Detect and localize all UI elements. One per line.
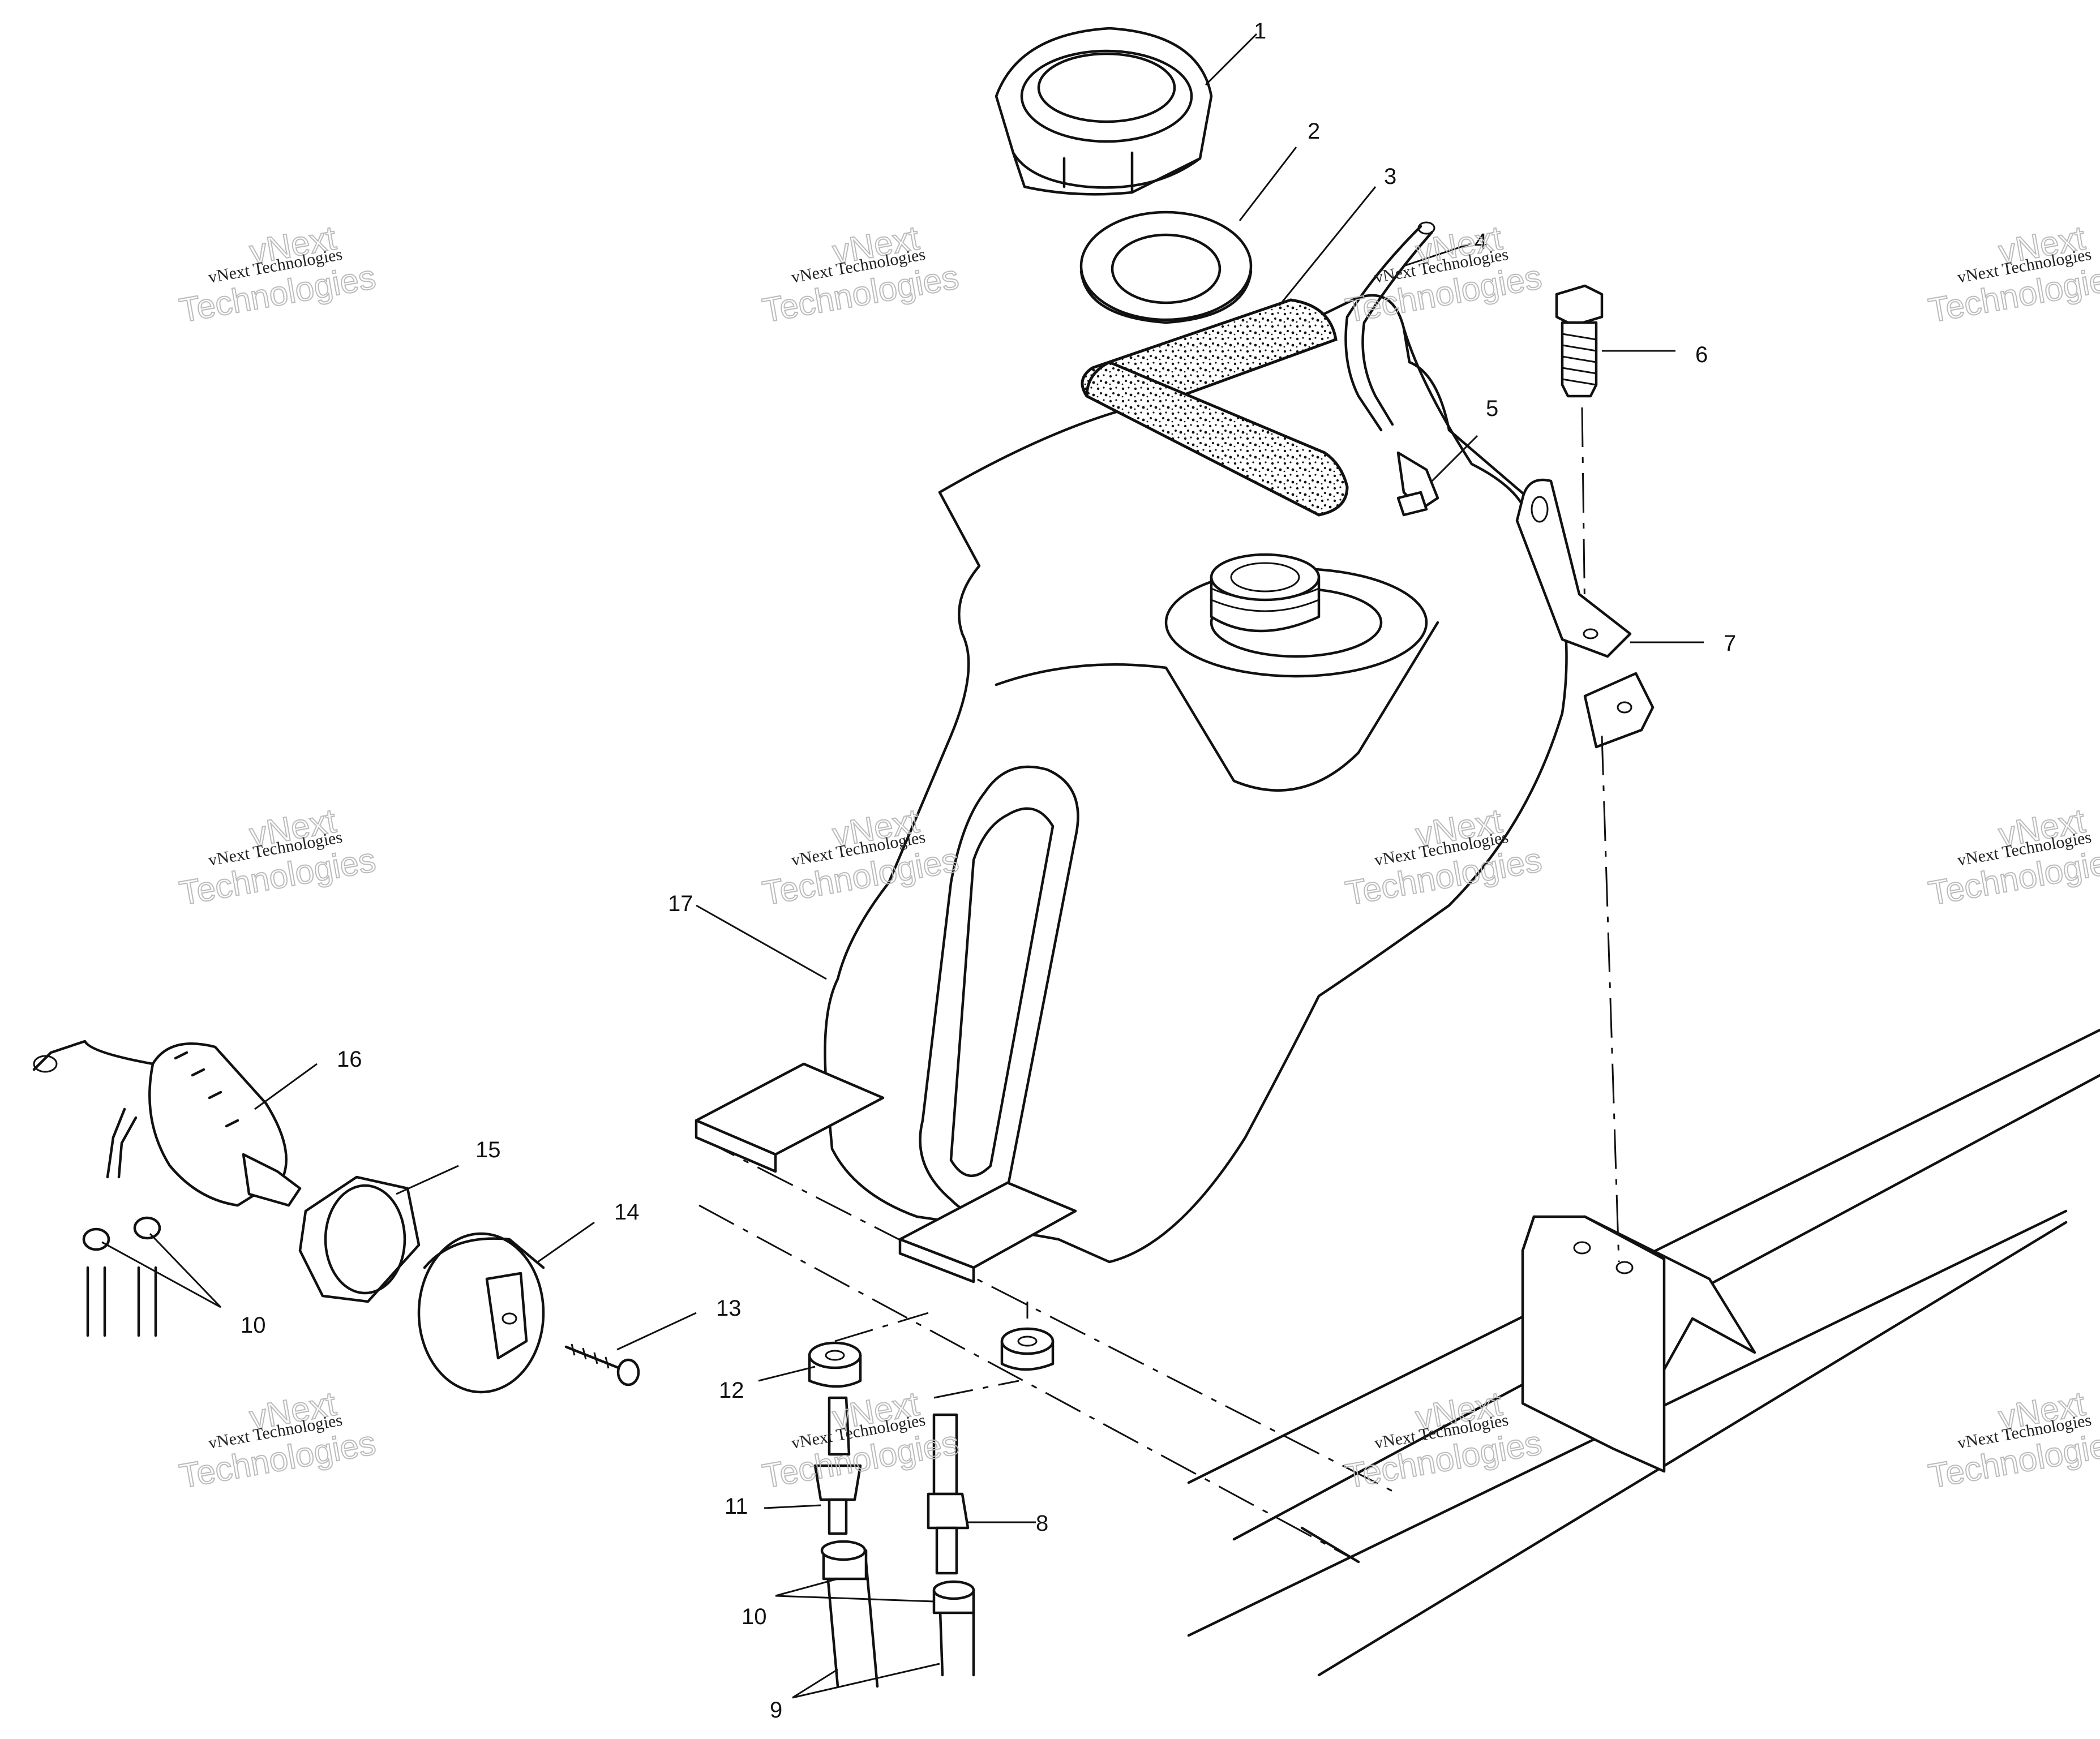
cap-gasket <box>1079 211 1253 324</box>
callout-1: 1 <box>1254 19 1266 44</box>
fittings <box>813 1380 1019 1575</box>
callout-4: 4 <box>1475 229 1487 254</box>
callout-14: 14 <box>614 1200 640 1225</box>
vent-fitting <box>1396 451 1439 517</box>
watermark: vNext vNext Technologies Technologies <box>176 218 379 330</box>
watermark: vNext vNext Technologies Technologies <box>1925 801 2100 913</box>
watermark: vNext vNext Technologies Technologies <box>176 801 379 913</box>
fuel-tank <box>695 294 1655 1283</box>
callout-15: 15 <box>475 1137 501 1162</box>
callout-8: 8 <box>1036 1511 1048 1536</box>
petcock-screw <box>564 1343 640 1386</box>
callout-10-lower: 10 <box>742 1604 767 1629</box>
fuel-cap <box>995 27 1213 196</box>
watermark: vNext vNext Technologies Technologies <box>1925 218 2100 330</box>
watermark: vNext vNext Technologies Technologies <box>1342 218 1545 330</box>
callout-2: 2 <box>1308 119 1320 144</box>
callout-13: 13 <box>716 1296 742 1321</box>
callout-3: 3 <box>1384 164 1396 189</box>
callout-labels: 1 2 3 4 5 6 7 8 9 10 10 11 12 13 14 15 1… <box>241 19 1736 1723</box>
fuel-filter <box>32 1040 302 1207</box>
watermark: vNext vNext Technologies Technologies <box>759 1384 962 1496</box>
left-hoses <box>82 1216 161 1337</box>
mounting-bracket <box>1515 478 1632 1263</box>
foam-strip <box>1081 298 1349 517</box>
callout-12: 12 <box>719 1378 744 1403</box>
watermark: vNext vNext Technologies Technologies <box>176 1384 379 1496</box>
callout-17: 17 <box>668 891 693 916</box>
watermark: vNext vNext Technologies Technologies <box>1925 1384 2100 1496</box>
lower-hoses <box>820 1540 975 1688</box>
callout-7: 7 <box>1724 631 1736 656</box>
callout-16: 16 <box>337 1047 362 1072</box>
leader-lines <box>101 33 1704 1699</box>
petcock-body <box>417 1232 545 1394</box>
callout-5: 5 <box>1486 396 1498 421</box>
callout-11: 11 <box>725 1494 748 1519</box>
callout-10-left: 10 <box>241 1313 266 1338</box>
bolt <box>1555 284 1604 623</box>
vehicle-frame <box>698 1028 2100 1677</box>
watermark: vNext vNext Technologies Technologies <box>759 218 962 330</box>
hex-nut <box>298 1175 421 1303</box>
callout-9: 9 <box>770 1698 782 1723</box>
callout-6: 6 <box>1695 342 1708 367</box>
grommets <box>808 1302 1055 1388</box>
vent-hose <box>1344 221 1435 432</box>
